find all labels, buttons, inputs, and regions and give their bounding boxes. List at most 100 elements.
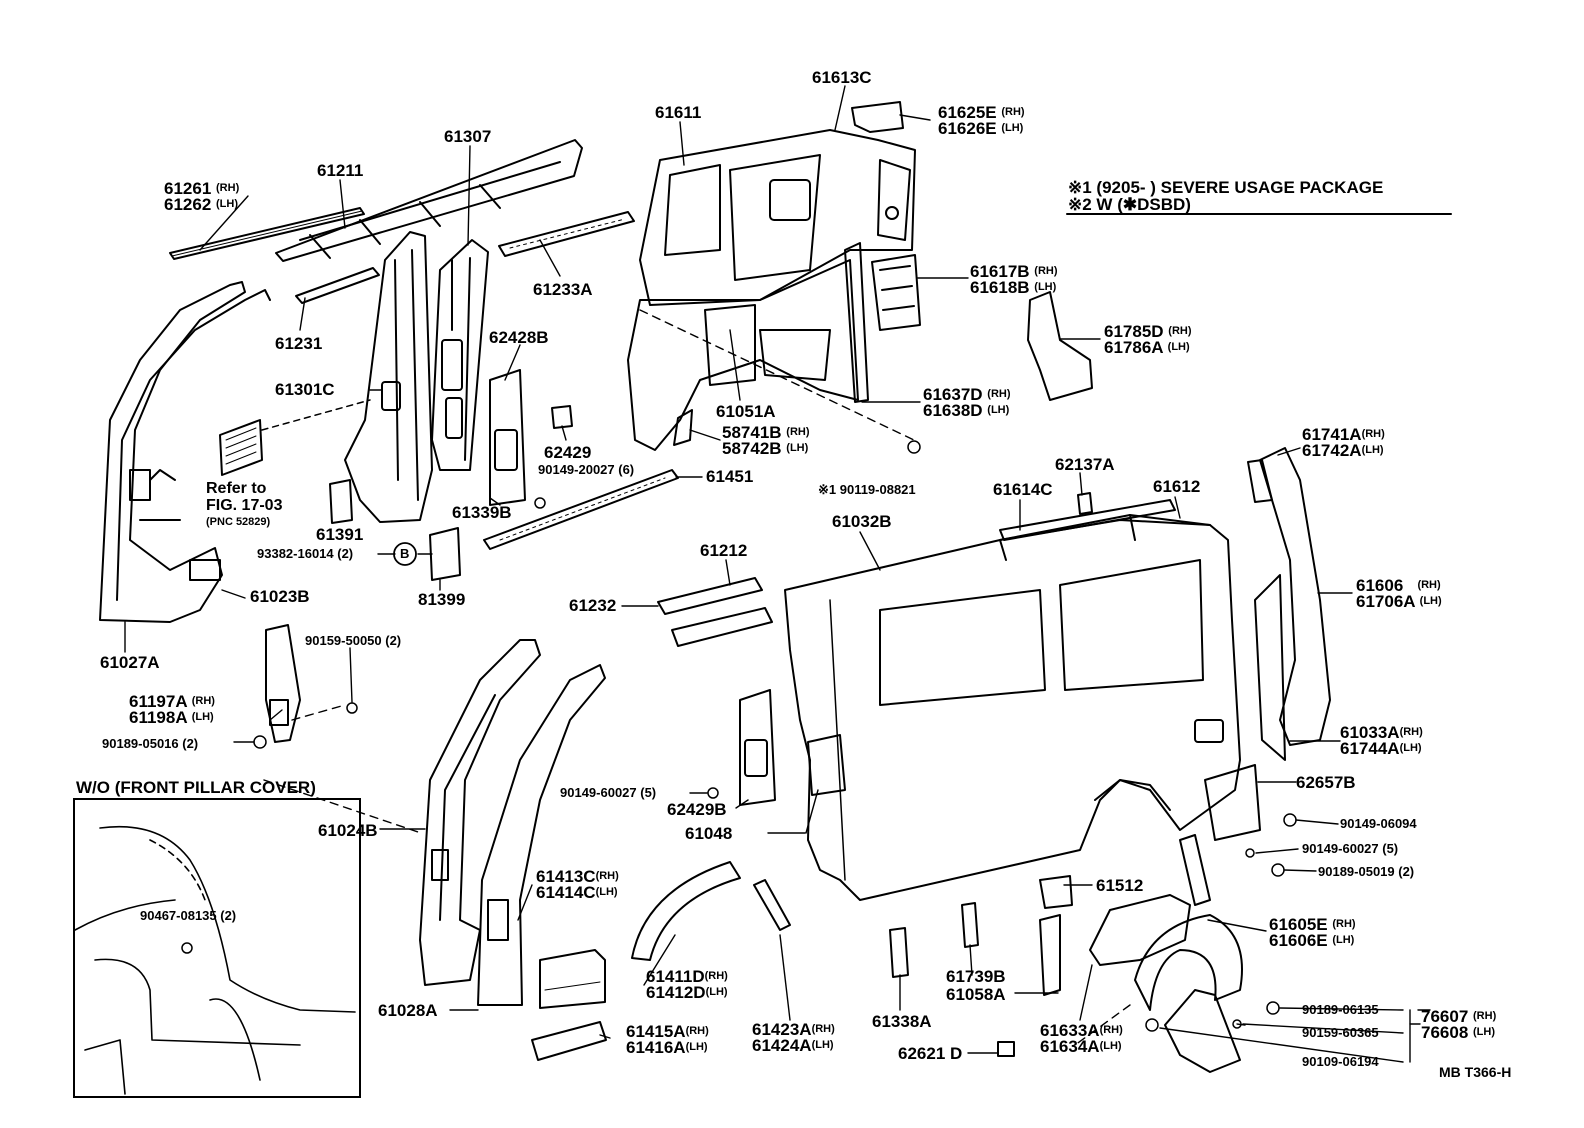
inset-title: W/O (FRONT PILLAR COVER) [76, 778, 316, 797]
callout-61611: 61611 [655, 103, 702, 122]
part-62137A-bracket [1077, 492, 1093, 515]
part-61048-panel [807, 734, 846, 796]
callout-61739B: 61739B [946, 967, 1006, 986]
callout-90119-08821: ※1 90119-08821 [818, 482, 916, 497]
callout-61785D: 61785D (RH) [1104, 322, 1192, 341]
part-62429-clip [551, 405, 573, 429]
callout-90149-06094: 90149-06094 [1340, 816, 1417, 831]
callout-61033A: 61033A(RH) [1340, 723, 1423, 742]
callout-58742B: 58742B (LH) [722, 439, 809, 458]
note-w-dsbd: ※2 W (✱DSBD) [1068, 195, 1191, 214]
callout-62428B: 62428B [489, 328, 549, 347]
part-61614C-rail [999, 499, 1176, 541]
part-61391-block [329, 479, 353, 524]
callout-61339B: 61339B [452, 503, 512, 522]
refer-line2: FIG. 17-03 [206, 497, 283, 514]
callout-61412D: 61412D(LH) [646, 983, 728, 1002]
callout-61231: 61231 [275, 334, 323, 353]
part-61741A-gusset [1247, 459, 1273, 503]
callout-61051A: 61051A [716, 402, 776, 421]
refer-line3: (PNC 52829) [206, 516, 271, 528]
callout-93382-16014: 93382-16014 (2) [257, 546, 354, 561]
part-61024B-pillar [419, 639, 541, 986]
callout-62429B: 62429B [667, 800, 727, 819]
callout-61301C: 61301C [275, 380, 335, 399]
callout-61048: 61048 [685, 824, 733, 843]
callout-61391: 61391 [316, 525, 364, 544]
part-61611-quarter-frame [639, 129, 916, 306]
callout-62621D: 62621 D [898, 1044, 963, 1063]
part-81399-plug [429, 527, 461, 581]
callout-62657B: 62657B [1296, 773, 1356, 792]
callout-61617B: 61617B (RH) [970, 262, 1058, 281]
footer-code: MB T366-H [1439, 1064, 1512, 1080]
callout-90189-06135: 90189-06135 [1302, 1002, 1379, 1017]
callout-61633A: 61633A(RH) [1040, 1021, 1123, 1040]
callout-61637D: 61637D (RH) [923, 385, 1011, 404]
callout-61413C: 61413C(RH) [536, 867, 619, 886]
callout-61424A: 61424A(LH) [752, 1036, 834, 1055]
circle-b-marker [393, 542, 417, 566]
part-61411D-arch [631, 861, 741, 961]
callout-61626E: 61626E (LH) [938, 119, 1024, 138]
callout-61414C: 61414C(LH) [536, 883, 618, 902]
part-61032B-side-panel [784, 514, 1241, 901]
callout-61786A: 61786A (LH) [1104, 338, 1190, 357]
part-61617B-panel [871, 254, 921, 331]
callout-61451: 61451 [706, 467, 754, 486]
callout-61606: 61606 (RH) [1356, 576, 1441, 595]
part-61197A-bracket [265, 624, 301, 743]
callout-61307: 61307 [444, 127, 492, 146]
callout-61262: 61262 (LH) [164, 195, 239, 214]
part-62429B-housing [739, 689, 776, 806]
callout-61027A: 61027A [100, 653, 160, 672]
part-61605E-bracket [1179, 834, 1211, 906]
callout-61742A: 61742A(LH) [1302, 441, 1384, 460]
callout-61614C: 61614C [993, 480, 1053, 499]
callout-61706A: 61706A (LH) [1356, 592, 1442, 611]
callout-90189-05016: 90189-05016 (2) [102, 736, 199, 751]
callout-90189-05019: 90189-05019 (2) [1318, 864, 1415, 879]
callout-61032B: 61032B [832, 512, 892, 531]
callout-61606E: 61606E (LH) [1269, 931, 1355, 950]
callout-61613C: 61613C [812, 68, 872, 87]
part-61637D-pillar [844, 242, 869, 403]
part-61233A-strip [498, 211, 635, 257]
inset-van-sketch [74, 825, 356, 1095]
callout-90149-60027-a: 90149-60027 (5) [560, 785, 657, 800]
callout-90159-50050: 90159-50050 (2) [305, 633, 402, 648]
part-61307-center-pillar [431, 239, 489, 471]
part-61423A-strip [753, 879, 791, 931]
callout-61024B: 61024B [318, 821, 378, 840]
leader-lines [124, 85, 1431, 1063]
part-62657B-panel [1204, 764, 1261, 841]
callout-61625E: 61625E (RH) [938, 103, 1025, 122]
part-61261-drip-molding [169, 207, 365, 260]
note-severe-usage: ※1 (9205- ) SEVERE USAGE PACKAGE [1068, 178, 1384, 197]
part-vent-grille [219, 419, 263, 476]
callout-61618B: 61618B (LH) [970, 278, 1057, 297]
callout-61211: 61211 [317, 161, 364, 180]
callout-61415A: 61415A(RH) [626, 1022, 709, 1041]
refer-line1: Refer to [206, 480, 267, 497]
part-61739B-brace [961, 902, 979, 948]
part-61211-roof-rail [275, 139, 583, 262]
inset-part-90467-08135: 90467-08135 (2) [140, 908, 237, 923]
callout-58741B: 58741B (RH) [722, 423, 810, 442]
callout-76608: 76608 (LH) [1421, 1023, 1496, 1042]
callout-61338A: 61338A [872, 1012, 932, 1031]
part-61212-roof-bow [657, 577, 773, 647]
callout-61233A: 61233A [533, 280, 593, 299]
part-76607-mud-guard [1164, 989, 1241, 1073]
callout-61212: 61212 [700, 541, 748, 560]
callout-61411D: 61411D(RH) [646, 967, 728, 986]
part-61625E-bracket [851, 101, 904, 133]
callout-61612: 61612 [1153, 477, 1201, 496]
part-61231-strip [295, 267, 380, 304]
callout-90159-60365: 90159-60365 [1302, 1025, 1379, 1040]
callout-61198A: 61198A (LH) [129, 708, 214, 727]
part-61058A-brace [1039, 914, 1061, 996]
part-61785D-bracket [1027, 291, 1093, 401]
